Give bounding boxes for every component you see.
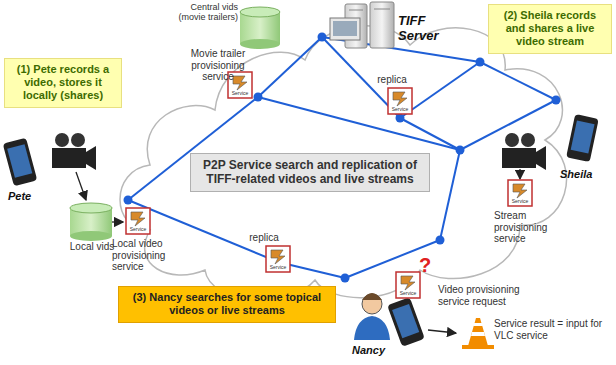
- database-cylinder: [240, 7, 280, 49]
- flow-arrow: [112, 221, 123, 222]
- node-text: (3) Nancy searches for some topical vide…: [125, 291, 329, 317]
- server-computers: [330, 2, 394, 48]
- icon-caption: Service: [388, 107, 412, 112]
- flow-arrow: [76, 172, 86, 200]
- person-figure: [354, 293, 390, 340]
- node-text: (2) Sheila records and shares a live vid…: [495, 9, 605, 49]
- annotation-label: replica: [240, 232, 288, 244]
- service-icon: [508, 180, 532, 206]
- service-icon: [126, 208, 150, 234]
- icon-caption: Service: [126, 227, 150, 232]
- annotation-label: Movie trailer provisioning service: [178, 48, 258, 83]
- annotation-label: replica: [368, 74, 416, 86]
- video-camera: [502, 133, 546, 170]
- callout-box: (3) Nancy searches for some topical vide…: [118, 286, 336, 323]
- annotation-label: Pete: [8, 190, 58, 203]
- service-icon: [396, 272, 420, 298]
- annotation-label: Central vids (movie trailers): [168, 2, 238, 23]
- annotation-label: ?: [419, 254, 437, 277]
- annotation-label: Video provisioning service request: [438, 284, 538, 307]
- annotation-label: TIFF Server: [398, 14, 468, 44]
- network-dots: [124, 33, 561, 283]
- callout-box: (2) Sheila records and shares a live vid…: [488, 4, 612, 54]
- database-cylinder: [70, 203, 112, 241]
- callout-box: (1) Pete records a video, stores it loca…: [4, 58, 122, 108]
- icon-caption: Service: [228, 91, 252, 96]
- service-icon: [266, 246, 290, 272]
- icon-caption: Service: [508, 199, 532, 204]
- video-camera: [52, 133, 96, 170]
- annotation-label: Sheila: [560, 168, 612, 181]
- annotation-label: Nancy: [352, 344, 402, 357]
- annotation-label: Local video provisioning service: [112, 238, 196, 273]
- annotation-label: Stream provisioning service: [494, 210, 578, 245]
- node-text: P2P Service search and replication of TI…: [197, 158, 423, 187]
- sheila-phone: [566, 114, 599, 162]
- annotation-label: Service result = input for VLC service: [494, 318, 612, 341]
- pete-phone: [3, 138, 38, 187]
- icon-caption: Service: [266, 265, 290, 270]
- nancy-phone: [387, 297, 425, 347]
- network-cloud: [120, 26, 567, 300]
- network-links: [128, 37, 556, 278]
- icon-caption: Service: [396, 291, 420, 296]
- node-text: (1) Pete records a video, stores it loca…: [11, 63, 115, 103]
- flow-arrow: [428, 330, 456, 333]
- title-band: P2P Service search and replication of TI…: [190, 153, 430, 192]
- service-icon: [388, 88, 412, 114]
- flow-arrow: [519, 169, 520, 179]
- vlc-cone: [462, 318, 494, 349]
